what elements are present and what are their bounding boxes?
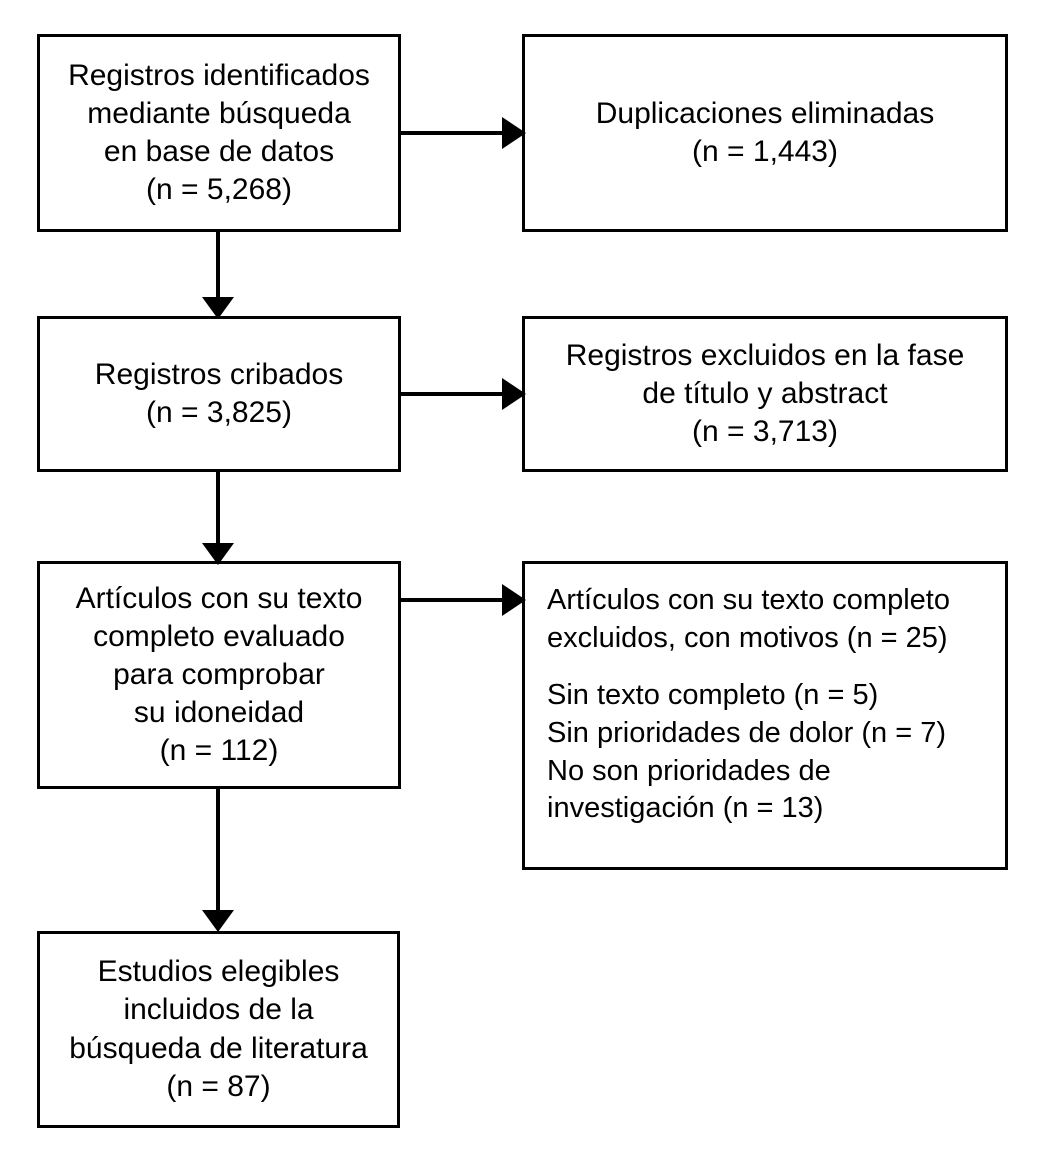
arrow-identified-to-screened — [196, 229, 240, 321]
arrow-fulltext-to-included — [196, 786, 240, 934]
box-line-count: (n = 3,825) — [146, 396, 292, 429]
box-line: su idoneidad — [133, 696, 305, 730]
box-line: completo evaluado — [93, 619, 345, 653]
box-line: Artículos con su texto completo — [547, 584, 950, 616]
box-line: mediante búsqueda — [87, 96, 351, 130]
box-reason-line: No son prioridades de — [547, 754, 831, 787]
box-line: incluidos de la — [123, 993, 314, 1027]
box-records-excluded-title-abstract: Registros excluidos en la fase de título… — [522, 316, 1008, 472]
box-records-identified: Registros identificados mediante búsqued… — [37, 34, 401, 232]
box-line: Artículos con su texto — [75, 581, 363, 615]
arrow-screened-to-excluded-title-abstract — [398, 374, 528, 414]
arrow-identified-to-duplicates — [398, 113, 528, 153]
box-records-screened: Registros cribados (n = 3,825) — [37, 316, 401, 472]
box-fulltext-assessed: Artículos con su texto completo evaluado… — [37, 561, 401, 789]
box-line-count: excluidos, con motivos (n = 25) — [547, 621, 948, 654]
box-line-count: (n = 112) — [159, 734, 279, 768]
box-line: búsqueda de literatura — [69, 1031, 368, 1065]
box-line-count: (n = 1,443) — [692, 135, 838, 168]
arrow-screened-to-fulltext — [196, 469, 240, 567]
box-reason-line: Sin prioridades de dolor (n = 7) — [547, 717, 946, 750]
box-line-count: (n = 5,268) — [146, 173, 292, 207]
box-line: Registros cribados — [94, 357, 344, 391]
box-line: en base de datos — [103, 135, 335, 168]
box-line-count: (n = 3,713) — [692, 415, 838, 449]
box-line: Estudios elegibles — [97, 955, 340, 989]
box-line: Registros excluidos en la fase — [565, 338, 965, 372]
box-line: Duplicaciones eliminadas — [595, 96, 935, 130]
box-reason-line: Sin texto completo (n = 5) — [547, 679, 879, 712]
box-fulltext-excluded-with-reasons: Artículos con su texto completo excluido… — [522, 561, 1008, 870]
box-line-count: (n = 87) — [166, 1069, 271, 1103]
box-line: para comprobar — [113, 657, 325, 691]
box-line: Registros identificados — [68, 58, 370, 92]
arrow-fulltext-to-excluded-fulltext — [398, 580, 528, 620]
box-eligible-studies-included: Estudios elegibles incluidos de la búsqu… — [37, 931, 400, 1128]
box-line: de título y abstract — [642, 376, 888, 410]
box-duplicates-removed: Duplicaciones eliminadas (n = 1,443) — [522, 34, 1008, 232]
box-line-spacer — [547, 657, 997, 677]
box-reason-line: investigación (n = 13) — [547, 792, 824, 825]
